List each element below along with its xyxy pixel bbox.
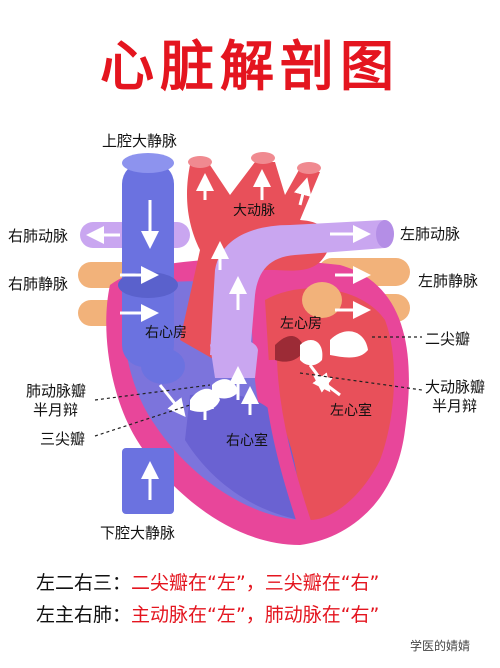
label-lpv: 左肺静脉 (418, 272, 479, 290)
label-aortic-valve-1: 大动脉瓣 (425, 378, 486, 396)
rule-valves-key: 左二右三： (36, 572, 132, 594)
rule-arteries-value: 主动脉在“左”，肺动脉在“右” (131, 604, 380, 626)
label-ivc: 下腔大静脉 (100, 524, 176, 542)
label-lv: 左心室 (330, 403, 372, 419)
label-lpa: 左肺动脉 (400, 225, 461, 243)
rule-arteries: 左主右肺：主动脉在“左”，肺动脉在“右” (36, 600, 379, 627)
label-rpv: 右肺静脉 (8, 275, 69, 293)
rule-valves: 左二右三：二尖瓣在“左”，三尖瓣在“右” (36, 568, 379, 595)
label-pulmonary-valve-2: 半月辩 (33, 401, 79, 419)
page-title: 心脏解剖图 (100, 35, 400, 98)
rule-valves-value: 二尖瓣在“左”，三尖瓣在“右” (131, 572, 380, 594)
label-la: 左心房 (280, 316, 322, 332)
label-pulmonary-valve-1: 肺动脉瓣 (26, 382, 87, 400)
watermark: 学医的婧婧 (409, 639, 470, 653)
label-rv: 右心室 (226, 433, 268, 449)
label-svc: 上腔大静脉 (102, 132, 178, 150)
arrow-icon (86, 169, 371, 500)
label-mitral: 二尖瓣 (425, 330, 471, 348)
rule-arteries-key: 左主右肺： (36, 604, 132, 626)
label-aorta: 大动脉 (233, 203, 275, 219)
vena-cava (118, 153, 178, 514)
label-aortic-valve-2: 半月辩 (432, 397, 478, 415)
label-tricuspid: 三尖瓣 (40, 430, 86, 448)
label-rpa: 右肺动脉 (8, 227, 69, 245)
pulmonary-trunk (210, 220, 385, 355)
label-ra: 右心房 (145, 325, 187, 341)
